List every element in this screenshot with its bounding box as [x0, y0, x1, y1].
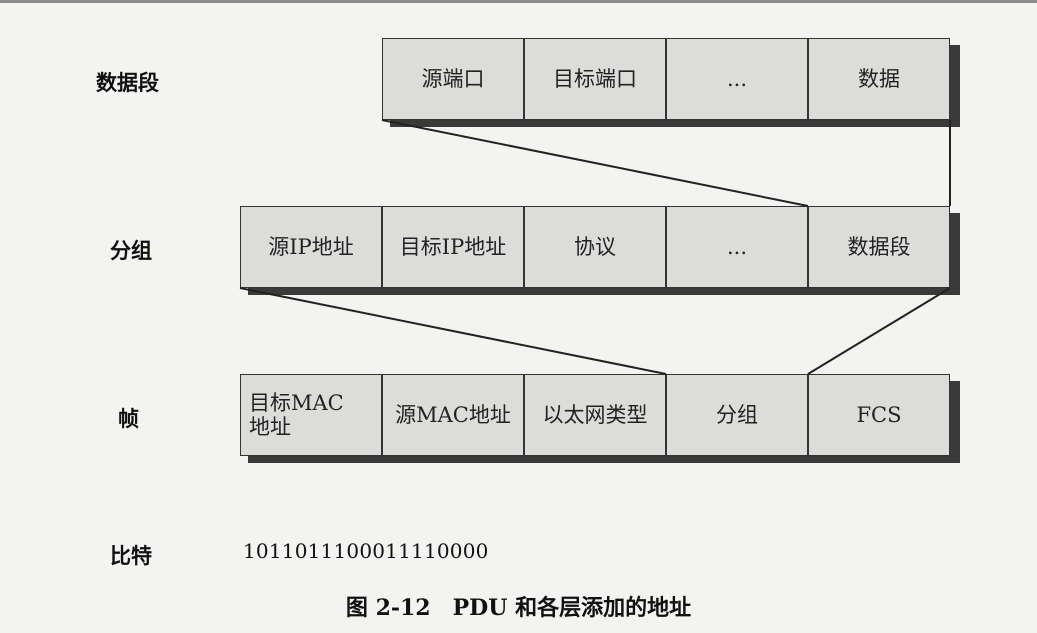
segment-field-source-port: 源端口 — [382, 38, 524, 120]
packet-label: 分组 — [110, 239, 152, 263]
packet-field-dest-ip: 目标IP地址 — [382, 206, 524, 288]
figure-caption: 图 2-12 PDU 和各层添加的地址 — [345, 595, 692, 621]
segment-label: 数据段 — [96, 71, 159, 95]
frame-label: 帧 — [118, 407, 139, 431]
segment-field-data: 数据 — [808, 38, 950, 120]
connector-segment-to-packet-left — [381, 119, 809, 207]
segment-shadow-right — [950, 45, 960, 127]
frame-field-fcs: FCS — [808, 374, 950, 456]
segment-row: 源端口 目标端口 ... 数据 — [382, 38, 950, 120]
frame-row: 目标MAC 地址 源MAC地址 以太网类型 分组 FCS — [240, 374, 950, 456]
frame-field-packet: 分组 — [666, 374, 808, 456]
frame-shadow-right — [950, 381, 960, 463]
packet-row: 源IP地址 目标IP地址 协议 ... 数据段 — [240, 206, 950, 288]
frame-field-ethertype: 以太网类型 — [524, 374, 666, 456]
packet-field-protocol: 协议 — [524, 206, 666, 288]
connector-packet-to-frame-left — [239, 287, 667, 375]
segment-shadow-bottom — [390, 120, 960, 127]
packet-field-segment: 数据段 — [808, 206, 950, 288]
bits-label: 比特 — [110, 544, 152, 568]
frame-field-dest-mac: 目标MAC 地址 — [240, 374, 382, 456]
segment-field-ellipsis: ... — [666, 38, 808, 120]
connector-packet-to-frame-right — [807, 287, 951, 375]
packet-shadow-right — [950, 213, 960, 295]
packet-shadow-bottom — [248, 288, 960, 295]
bits-value: 1011011100011110000 — [243, 539, 489, 563]
packet-field-ellipsis: ... — [666, 206, 808, 288]
frame-shadow-bottom — [248, 456, 960, 463]
packet-field-source-ip: 源IP地址 — [240, 206, 382, 288]
top-rule — [0, 0, 1037, 3]
frame-field-source-mac: 源MAC地址 — [382, 374, 524, 456]
segment-field-dest-port: 目标端口 — [524, 38, 666, 120]
